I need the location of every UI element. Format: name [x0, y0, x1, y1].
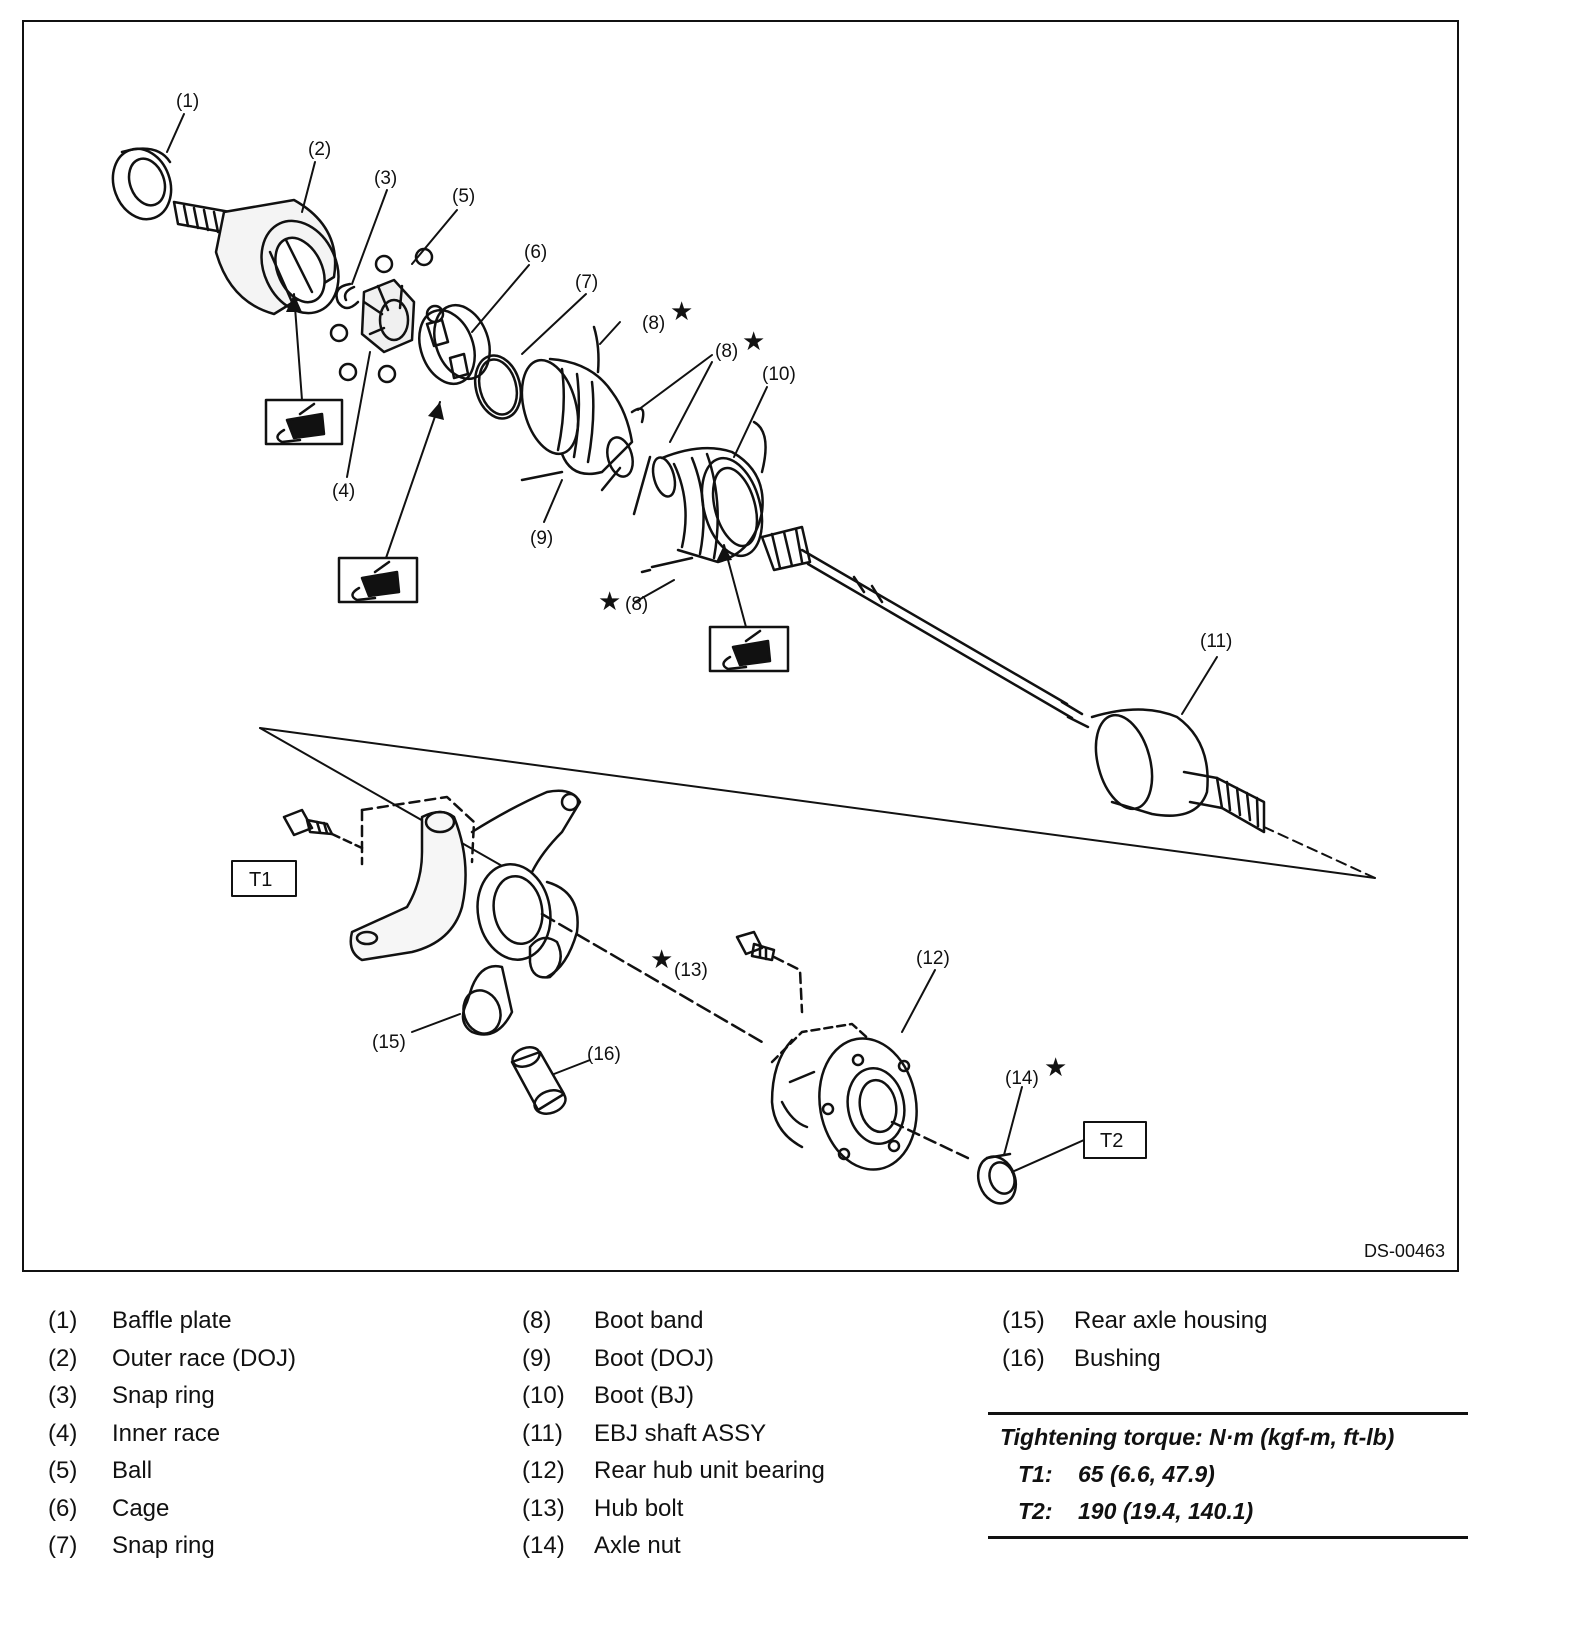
- legend-column-1: (1)Baffle plate (2)Outer race (DOJ) (3)S…: [48, 1302, 296, 1565]
- callout-15: (15): [372, 1032, 406, 1053]
- t1-bolt-part: [282, 808, 364, 850]
- callout-8c: (8): [625, 594, 648, 615]
- hub-bolt-part: [540, 912, 804, 1044]
- balls-part: [329, 247, 445, 384]
- legend-item: (9)Boot (DOJ): [522, 1344, 715, 1372]
- star-icon: ★: [742, 326, 765, 356]
- axle-nut-part: [976, 1152, 1018, 1205]
- baffle-plate-part: [111, 147, 173, 221]
- legend-item: (12)Rear hub unit bearing: [522, 1457, 825, 1484]
- zoom-cone-lines: [259, 727, 1376, 888]
- star-icon: ★: [1044, 1052, 1067, 1082]
- callout-14: (14): [1005, 1068, 1039, 1089]
- callout-11: (11): [1200, 631, 1232, 652]
- callout-9: (9): [530, 528, 553, 549]
- legend-item: (6)Cage: [48, 1494, 170, 1522]
- figure-code: DS-00463: [1363, 1241, 1445, 1261]
- callout-4: (4): [332, 481, 355, 502]
- grease-symbol-3: [708, 625, 790, 673]
- snap-ring-7-part: [473, 354, 523, 420]
- legend-item: (7)Snap ring: [48, 1532, 215, 1559]
- diagram-svg: (1) (2) (3) (5) (6) (7) (8) (8) (10) (4)…: [111, 91, 1376, 1205]
- legend-item: (11)EBJ shaft ASSY: [522, 1419, 767, 1447]
- callout-12: (12): [916, 948, 950, 969]
- callout-8b: (8): [715, 341, 738, 362]
- callout-7: (7): [575, 272, 598, 293]
- rear-axle-housing-part: [349, 789, 582, 1036]
- callout-2: (2): [308, 139, 331, 160]
- callout-1: (1): [176, 91, 199, 112]
- legend-item: (16)Bushing: [1002, 1344, 1161, 1372]
- inner-race-part: [360, 278, 416, 354]
- rear-hub-bearing-part: [770, 1022, 974, 1171]
- bushing-part: [510, 1046, 567, 1115]
- exploded-view-figure: (1) (2) (3) (5) (6) (7) (8) (8) (10) (4)…: [22, 20, 1459, 1272]
- legend-item: (15)Rear axle housing: [1002, 1307, 1268, 1334]
- t2-box: [1083, 1121, 1147, 1159]
- legend-item: (10)Boot (BJ): [522, 1382, 695, 1409]
- legend-item: (2)Outer race (DOJ): [48, 1344, 297, 1372]
- ebj-shaft-part: [760, 525, 1266, 834]
- t2-label: T2: [1100, 1130, 1123, 1152]
- legend-column-2: (8)Boot band (9)Boot (DOJ) (10)Boot (BJ)…: [522, 1302, 825, 1565]
- legend-item: (1)Baffle plate: [48, 1307, 232, 1334]
- snap-ring-3-part: [335, 282, 360, 310]
- star-icon: ★: [670, 296, 693, 326]
- tightening-torque-table: Tightening torque: N·m (kgf-m, ft-lb) T1…: [988, 1412, 1468, 1539]
- callout-13: (13): [674, 960, 708, 981]
- cage-part: [418, 303, 491, 386]
- legend-item: (14)Axle nut: [522, 1532, 681, 1559]
- leader-lines: [166, 113, 1218, 1173]
- legend-column-3: (15)Rear axle housing (16)Bushing: [1002, 1302, 1267, 1377]
- boot-doj-part: [520, 357, 634, 492]
- callout-16: (16): [587, 1044, 621, 1065]
- grease-symbol-1: [264, 398, 344, 446]
- boot-bj-part: [651, 446, 764, 564]
- legend-item: (5)Ball: [48, 1457, 153, 1484]
- t1-label: T1: [249, 869, 272, 891]
- callout-8a: (8): [642, 313, 665, 334]
- callout-5: (5): [452, 186, 475, 207]
- boot-bands-part: [592, 325, 767, 574]
- callout-10: (10): [762, 364, 796, 385]
- legend-item: (13)Hub bolt: [522, 1494, 684, 1522]
- legend-item: (3)Snap ring: [48, 1382, 215, 1409]
- callout-3: (3): [374, 168, 397, 189]
- legend-item: (8)Boot band: [522, 1307, 704, 1334]
- outer-race-doj-part: [172, 198, 340, 316]
- arrowheads: [286, 294, 732, 562]
- grease-symbol-2: [337, 556, 419, 604]
- legend-item: (4)Inner race: [48, 1419, 221, 1447]
- star-icon: ★: [598, 586, 621, 616]
- t1-box: [231, 860, 297, 897]
- torque-row: T1: 65 (6.6, 47.9): [1018, 1461, 1215, 1487]
- torque-row: T2: 190 (19.4, 140.1): [1018, 1498, 1254, 1524]
- star-icon: ★: [650, 944, 673, 974]
- torque-header: Tightening torque: N·m (kgf-m, ft-lb): [1000, 1424, 1395, 1450]
- callout-6: (6): [524, 242, 547, 263]
